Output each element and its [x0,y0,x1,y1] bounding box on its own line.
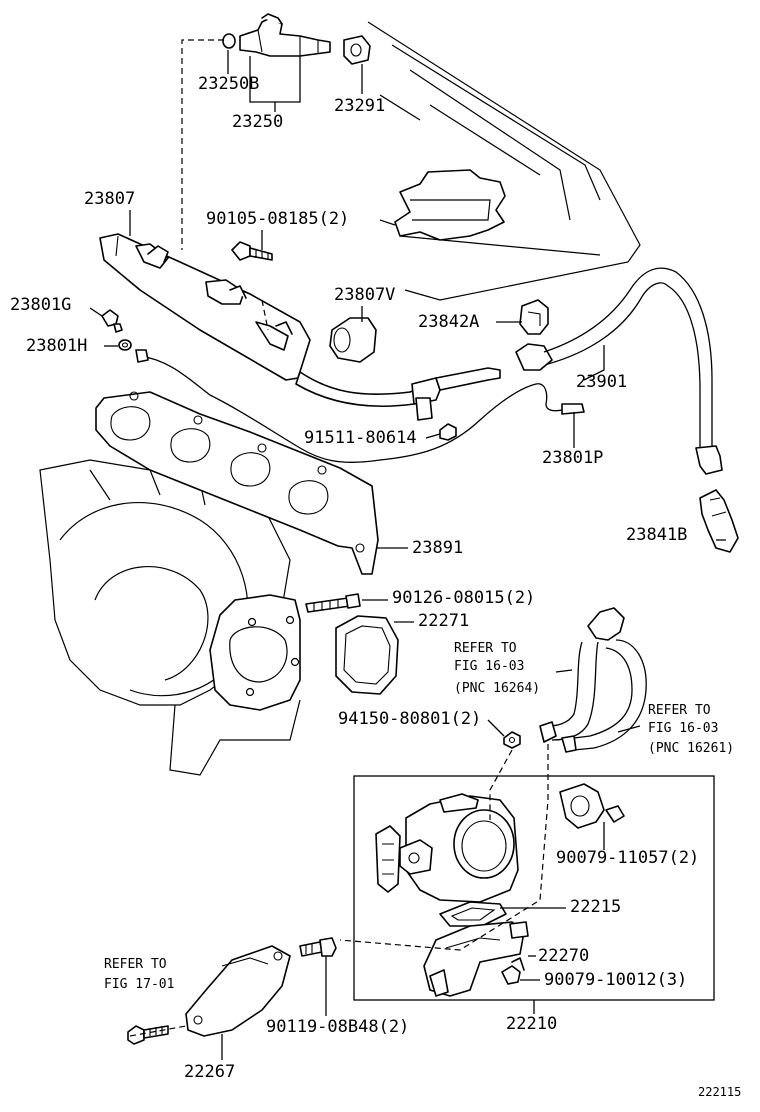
label-23891: 23891 [412,538,464,558]
leader-lines [89,50,726,1060]
clip-23842a [519,299,549,335]
label-94150-80801: 94150-80801(2) [338,709,482,729]
gasket-22215 [439,901,507,927]
refer-16261-line2: FIG 16-03 [648,721,719,736]
label-22270: 22270 [538,946,590,966]
label-23801h: 23801H [26,336,88,356]
manifold-gasket-23891 [95,391,379,575]
refer-16261-line3: (PNC 16261) [648,741,735,756]
grommet-23801h [118,339,132,351]
hose-16264 [539,607,625,743]
refer-17-01-line2: FIG 17-01 [104,977,175,992]
pulsation-damper-23807v [329,317,377,363]
insulator-23291 [343,35,371,65]
fuel-delivery-pipe-23807 [99,233,501,421]
label-23291: 23291 [334,96,386,116]
throttle-body-box [353,775,715,1001]
label-90079-10012: 90079-10012(3) [544,970,688,990]
refer-16261-line1: REFER TO [648,703,711,718]
hose-16261 [561,639,647,753]
refer-16264-line2: FIG 16-03 [454,659,525,674]
fuel-hose-23901 [515,267,723,475]
label-22271: 22271 [418,611,470,631]
throttle-sensor [559,783,625,829]
label-23250b: 23250B [198,74,260,94]
nut-94150 [503,731,521,749]
bolt-90105 [231,241,273,261]
label-90126-08015: 90126-08015(2) [392,588,536,608]
engine-head-outline [367,21,641,301]
label-90105-08185: 90105-08185(2) [206,209,350,229]
label-23807v: 23807V [334,285,396,305]
label-91511-80614: 91511-80614 [304,428,417,448]
bolt-91511 [439,423,457,441]
label-23250: 23250 [232,112,284,132]
label-23801g: 23801G [10,295,72,315]
throttle-body-22210 [375,793,519,903]
refer-16264-line1: REFER TO [454,641,517,656]
isc-valve-22270 [423,921,529,997]
bracket-22267 [185,945,291,1037]
refer-17-01-line1: REFER TO [104,957,167,972]
alignment-lines [129,39,549,1037]
label-22267: 22267 [184,1062,236,1082]
label-90079-11057: 90079-11057(2) [556,848,700,868]
screw-90079-10012 [501,957,525,985]
diagram-code: 222115 [698,1085,742,1099]
label-23841b: 23841B [626,525,688,545]
label-23901: 23901 [576,372,628,392]
grommet-23801g [101,309,123,333]
label-23801p: 23801P [542,448,604,468]
gasket-22271 [335,615,399,695]
label-22215: 22215 [570,897,622,917]
stud-90126 [305,593,361,613]
label-23807: 23807 [84,189,136,209]
bolt-refer-17-01 [127,1025,169,1045]
label-90119-08b48: 90119-08B48(2) [266,1017,410,1037]
bolt-90119 [299,937,337,957]
injector-23250 [222,13,331,57]
wiring-23801p [135,349,585,463]
refer-16264-line3: (PNC 16264) [454,681,541,696]
label-23842a: 23842A [418,312,480,332]
connector-23841b [699,489,739,553]
label-22210: 22210 [506,1014,558,1034]
